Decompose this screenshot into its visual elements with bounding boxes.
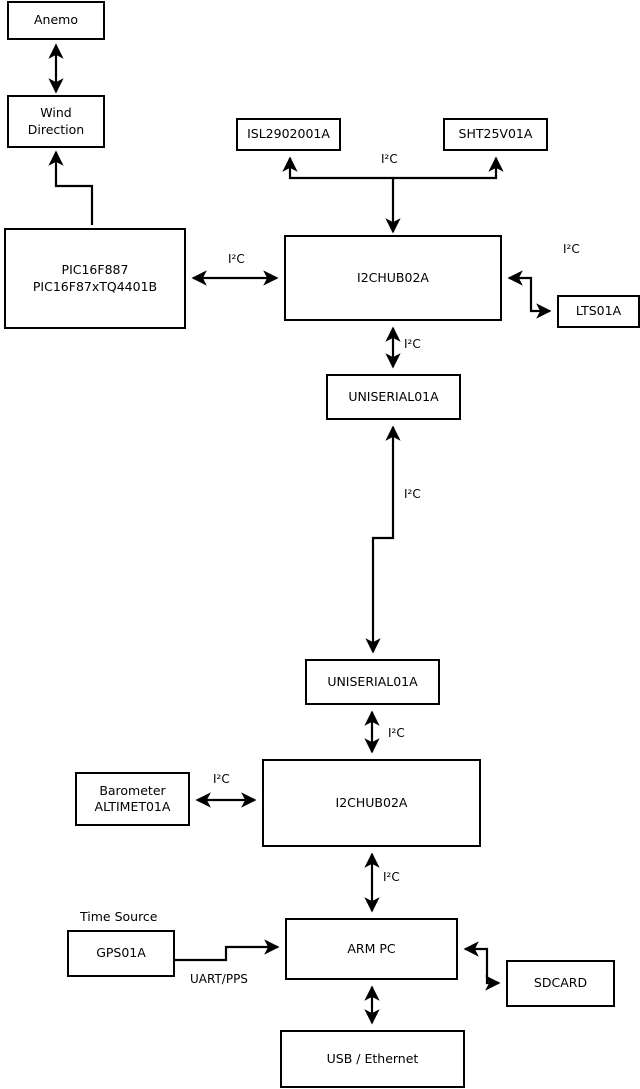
- edge-label-i2c-sensor-bus: I²C: [381, 152, 398, 166]
- label-time-source: Time Source: [80, 909, 158, 924]
- node-pic-microcontroller-label: PIC16F887 PIC16F87xTQ4401B: [32, 262, 158, 294]
- node-isl2902001a-label: ISL2902001A: [247, 126, 330, 142]
- node-i2chub02a-bottom[interactable]: I2CHUB02A: [262, 759, 481, 847]
- node-sht25v01a-label: SHT25V01A: [458, 126, 533, 142]
- node-sht25v01a[interactable]: SHT25V01A: [443, 118, 548, 151]
- node-barometer[interactable]: Barometer ALTIMET01A: [75, 772, 190, 826]
- edge-label-i2c-hub2-armpc: I²C: [383, 870, 400, 884]
- node-anemo[interactable]: Anemo: [7, 1, 105, 40]
- node-pic-microcontroller[interactable]: PIC16F887 PIC16F87xTQ4401B: [4, 228, 186, 329]
- node-arm-pc[interactable]: ARM PC: [285, 918, 458, 980]
- node-arm-pc-label: ARM PC: [347, 940, 396, 956]
- edge-label-i2c-uniserial-hub2: I²C: [388, 726, 405, 740]
- node-lts01a-label: LTS01A: [575, 303, 622, 319]
- node-usb-ethernet[interactable]: USB / Ethernet: [280, 1030, 465, 1088]
- node-uniserial01a-top[interactable]: UNISERIAL01A: [326, 374, 461, 420]
- node-anemo-label: Anemo: [34, 12, 78, 28]
- connector-gps-armpc: [175, 939, 280, 962]
- node-gps01a[interactable]: GPS01A: [67, 930, 175, 977]
- connector-hub-lts: [507, 270, 552, 319]
- node-wind-direction[interactable]: Wind Direction: [7, 95, 105, 148]
- edge-label-i2c-pic-hub: I²C: [228, 252, 245, 266]
- edge-label-i2c-barometer-hub2: I²C: [213, 772, 230, 786]
- node-sdcard[interactable]: SDCARD: [506, 960, 615, 1007]
- node-i2chub02a-top-label: I2CHUB02A: [357, 269, 429, 285]
- connector-uniserial-uniserial: [365, 425, 401, 654]
- edge-label-i2c-hub-uniserial: I²C: [404, 337, 421, 351]
- connector-armpc-sdcard: [463, 941, 501, 991]
- node-i2chub02a-top[interactable]: I2CHUB02A: [284, 235, 502, 321]
- connector-sensorbus-sht: [393, 156, 504, 180]
- node-usb-ethernet-label: USB / Ethernet: [326, 1050, 419, 1066]
- edge-label-i2c-hub-lts: I²C: [563, 242, 580, 256]
- connector-hub-sensorbus: [282, 156, 401, 234]
- node-barometer-label: Barometer ALTIMET01A: [94, 782, 171, 814]
- node-uniserial01a-bottom-label: UNISERIAL01A: [327, 673, 418, 689]
- node-uniserial01a-bottom[interactable]: UNISERIAL01A: [305, 659, 440, 705]
- edge-label-i2c-uniserial-uniserial: I²C: [404, 487, 421, 501]
- node-uniserial01a-top-label: UNISERIAL01A: [348, 388, 439, 404]
- node-lts01a[interactable]: LTS01A: [557, 295, 640, 328]
- node-sdcard-label: SDCARD: [533, 975, 588, 991]
- node-gps01a-label: GPS01A: [96, 945, 146, 961]
- node-isl2902001a[interactable]: ISL2902001A: [236, 118, 341, 151]
- node-wind-direction-label: Wind Direction: [27, 105, 85, 137]
- connector-pic-wind: [48, 150, 94, 225]
- edge-label-uart-pps: UART/PPS: [190, 972, 248, 986]
- node-i2chub02a-bottom-label: I2CHUB02A: [335, 794, 408, 810]
